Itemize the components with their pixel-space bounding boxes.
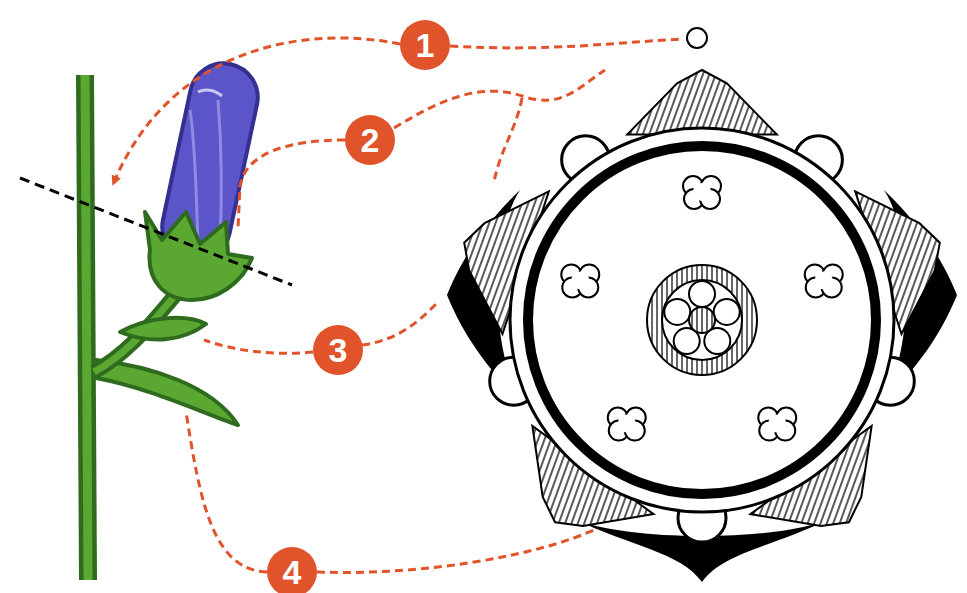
locule <box>689 281 715 307</box>
callout-number: 3 <box>313 325 363 375</box>
locule <box>664 299 690 325</box>
callout-number: 1 <box>400 20 450 70</box>
stamen <box>758 408 796 441</box>
callout-number: 4 <box>267 547 317 593</box>
stamen <box>608 408 646 441</box>
ovary-wall <box>662 280 742 360</box>
locule <box>714 299 740 325</box>
stamen <box>683 176 721 209</box>
stamen <box>561 264 599 297</box>
sepal <box>627 70 777 135</box>
stamen <box>805 264 843 297</box>
callout-number: 2 <box>345 115 395 165</box>
